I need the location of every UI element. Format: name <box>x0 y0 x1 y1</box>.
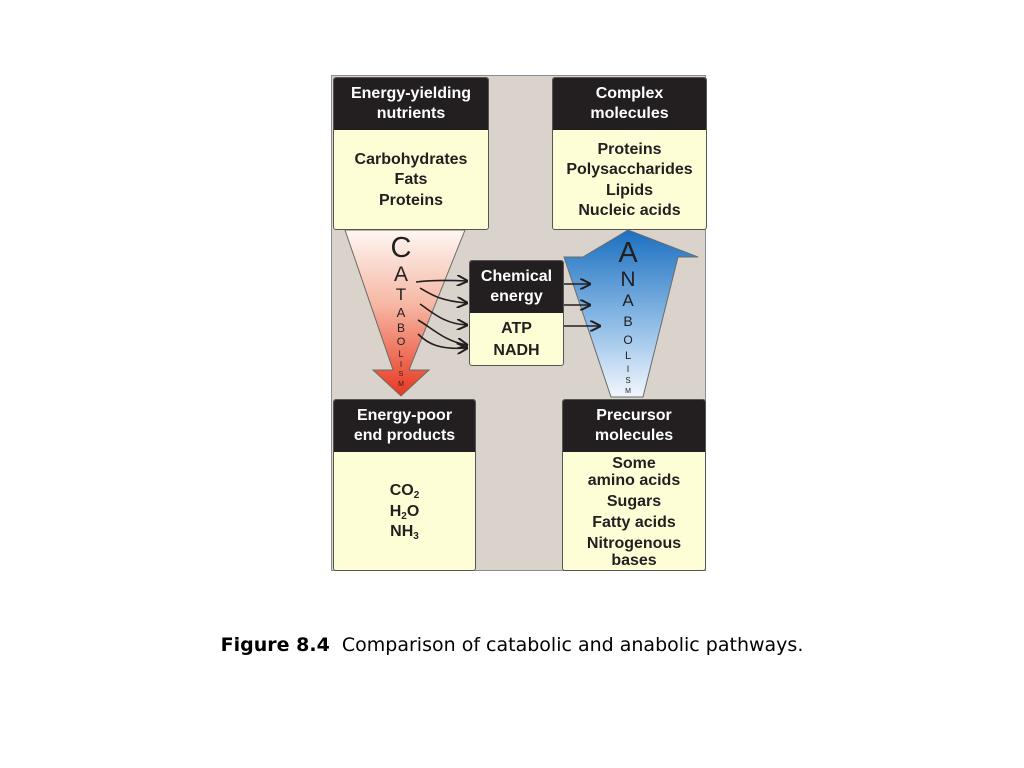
precursor-molecules-box: Precursor molecules Some amino acids Sug… <box>562 399 706 571</box>
pathway-diagram: C A T A B O L I S M A N A B O L I S M <box>331 75 707 571</box>
complex-molecules-title: Complex molecules <box>553 78 706 130</box>
anabolism-letter: L <box>625 350 631 362</box>
complex-item: Lipids <box>605 181 654 199</box>
nutrients-box: Energy-yielding nutrients Carbohydrates … <box>333 77 489 230</box>
diagram-graphics: C A T A B O L I S M A N A B O L I S M <box>344 229 699 398</box>
precursor-item: Sugars <box>606 493 662 510</box>
end-product-co2: CO2 <box>389 482 420 502</box>
anabolism-label: A N A B O L I S M <box>618 237 638 395</box>
precursor-item: Some <box>612 455 656 472</box>
energy-release-arrows <box>415 280 467 348</box>
complex-item: Nucleic acids <box>578 202 681 219</box>
end-product-h2o: H2O <box>389 502 420 522</box>
caption-text: Comparison of catabolic and anabolic pat… <box>341 634 804 656</box>
anabolism-letter: A <box>622 291 634 310</box>
nutrient-item: Proteins <box>378 191 443 209</box>
chemical-energy-title: Chemical energy <box>470 261 563 313</box>
precursor-molecules-list: Some amino acids Sugars Fatty acids Nitr… <box>563 452 705 570</box>
catabolism-arrow <box>344 229 466 397</box>
nutrient-item: Fats <box>394 171 428 189</box>
catabolism-letter: O <box>397 336 406 348</box>
catabolism-letter: B <box>397 321 405 335</box>
complex-molecules-list: Proteins Polysaccharides Lipids Nucleic … <box>553 130 706 229</box>
catabolism-letter: S <box>399 371 404 378</box>
anabolism-letter: A <box>618 237 638 269</box>
nutrients-title: Energy-yielding nutrients <box>334 78 488 130</box>
end-products-box: Energy-poor end products CO2 H2O NH3 <box>333 399 476 571</box>
anabolism-letter: I <box>627 364 630 374</box>
precursor-item: bases <box>611 552 657 569</box>
end-products-title: Energy-poor end products <box>334 400 475 452</box>
catabolism-label: C A T A B O L I S M <box>391 232 412 388</box>
precursor-item: Fatty acids <box>592 514 676 531</box>
nutrients-list: Carbohydrates Fats Proteins <box>334 130 488 229</box>
anabolism-letter: M <box>625 388 631 395</box>
anabolism-letter: S <box>625 376 630 385</box>
energy-carrier: NADH <box>493 342 540 359</box>
chemical-energy-list: ATP NADH <box>470 313 563 365</box>
anabolism-arrow <box>563 229 699 398</box>
precursor-molecules-title: Precursor molecules <box>563 400 705 452</box>
complex-item: Polysaccharides <box>566 161 693 178</box>
catabolism-letter: I <box>400 360 402 369</box>
nutrient-item: Carbohydrates <box>354 150 468 168</box>
catabolism-letter: L <box>398 349 403 359</box>
energy-use-arrows <box>563 284 600 326</box>
catabolism-letter: T <box>396 285 406 304</box>
figure-caption: Figure 8.4 Comparison of catabolic and a… <box>0 634 1024 656</box>
anabolism-letter: O <box>623 333 632 347</box>
catabolism-letter: A <box>394 263 408 286</box>
precursor-item: Nitrogenous <box>586 535 682 552</box>
catabolism-letter: C <box>391 232 412 264</box>
catabolism-letter: A <box>397 305 406 320</box>
anabolism-letter: B <box>623 313 632 329</box>
caption-label: Figure 8.4 <box>220 634 330 656</box>
end-products-list: CO2 H2O NH3 <box>334 452 475 570</box>
end-product-nh3: NH3 <box>390 523 419 543</box>
anabolism-letter: N <box>620 268 635 291</box>
energy-carrier: ATP <box>501 320 532 337</box>
complex-item: Proteins <box>597 140 662 158</box>
complex-molecules-box: Complex molecules Proteins Polysaccharid… <box>552 77 707 230</box>
chemical-energy-box: Chemical energy ATP NADH <box>469 260 564 366</box>
catabolism-letter: M <box>398 381 404 388</box>
precursor-item: amino acids <box>587 472 681 489</box>
